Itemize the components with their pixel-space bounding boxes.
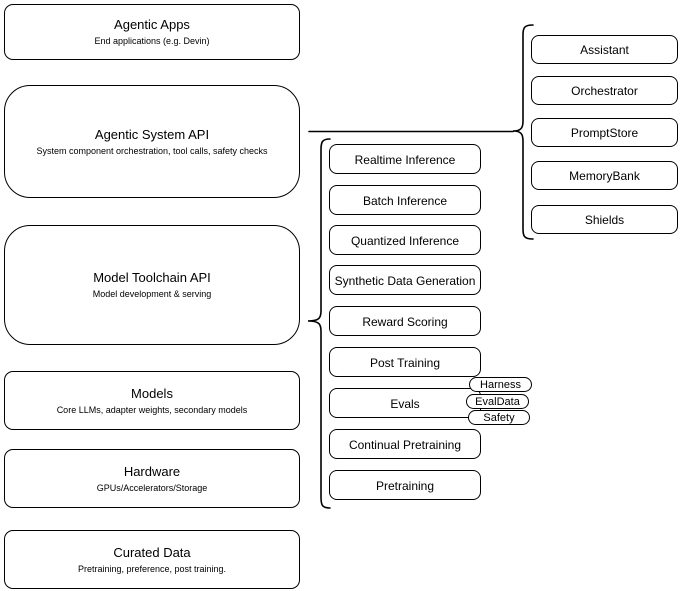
brace-toolchain-group [307,138,331,509]
node-title: Curated Data [113,544,191,560]
node-title: Models [131,385,173,401]
component-memorybank: MemoryBank [531,161,678,190]
node-subtitle: Pretraining, preference, post training. [77,563,227,574]
brace-system-group [512,24,534,240]
node-curated-data: Curated Data Pretraining, preference, po… [4,530,300,589]
node-subtitle: End applications (e.g. Devin) [94,36,210,46]
node-models: Models Core LLMs, adapter weights, secon… [4,371,300,430]
toolchain-item-realtime-inference: Realtime Inference [329,144,481,174]
node-title: Agentic Apps [114,17,190,32]
toolchain-item-quantized-inference: Quantized Inference [329,225,481,255]
node-title: Model Toolchain API [93,270,211,285]
node-title: Agentic System API [94,126,210,142]
component-assistant: Assistant [531,35,678,64]
node-subtitle: Core LLMs, adapter weights, secondary mo… [56,404,248,415]
component-promptstore: PromptStore [531,118,678,147]
toolchain-item-post-training: Post Training [329,347,481,377]
node-subtitle: System component orchestration, tool cal… [36,145,268,156]
node-subtitle: Model development & serving [92,289,212,299]
node-agentic-system-api: Agentic System API System component orch… [4,85,300,198]
toolchain-item-batch-inference: Batch Inference [329,185,481,215]
component-shields: Shields [531,205,678,234]
toolchain-item-synthetic-data-generation: Synthetic Data Generation [329,265,481,295]
eval-tag-evaldata: EvalData [466,394,529,409]
toolchain-item-reward-scoring: Reward Scoring [329,306,481,336]
node-model-toolchain-api: Model Toolchain API Model development & … [4,225,300,345]
node-agentic-apps: Agentic Apps End applications (e.g. Devi… [4,4,300,60]
node-subtitle: GPUs/Accelerators/Storage [96,482,208,493]
toolchain-item-pretraining: Pretraining [329,470,481,500]
toolchain-item-evals: Evals [329,388,481,418]
eval-tag-safety: Safety [468,410,530,425]
node-hardware: Hardware GPUs/Accelerators/Storage [4,449,300,508]
eval-tag-harness: Harness [469,377,532,392]
component-orchestrator: Orchestrator [531,76,678,105]
toolchain-item-continual-pretraining: Continual Pretraining [329,429,481,459]
node-title: Hardware [123,463,181,479]
